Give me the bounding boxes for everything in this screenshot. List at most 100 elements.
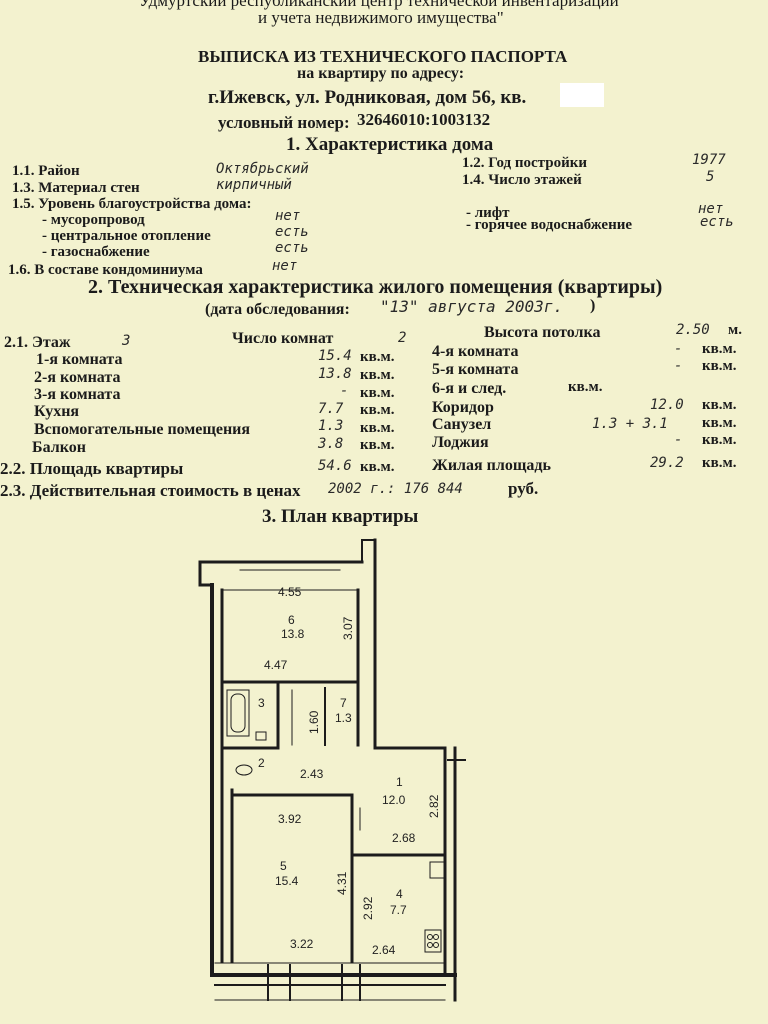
k4-unit: кв.м. — [702, 341, 737, 357]
k4-label: 4-я комната — [432, 343, 519, 360]
section-2-title: 2. Техническая характеристика жилого пом… — [88, 276, 663, 298]
k4-value: - — [674, 341, 683, 357]
zhilaya-label: Жилая площадь — [432, 457, 551, 474]
lift-label: - лифт — [466, 205, 510, 221]
komnat-label: Число комнат — [232, 330, 334, 347]
zhilaya-unit: кв.м. — [702, 455, 737, 471]
plan-r7-num: 7 — [340, 696, 347, 710]
cond-number-label: условный номер: — [218, 113, 350, 132]
rayon-label: 1.1. Район — [12, 163, 80, 179]
org-line-2: и учета недвижимого имущества" — [258, 8, 504, 27]
material-label: 1.3. Материал стен — [12, 180, 140, 196]
rayon-value: Октябрьский — [216, 161, 309, 177]
vysota-label: Высота потолка — [484, 324, 601, 341]
plan-r1-num: 1 — [396, 775, 403, 789]
material-value: кирпичный — [216, 177, 292, 193]
k2-unit: кв.м. — [360, 367, 395, 383]
plan-r431: 4.31 — [335, 871, 349, 895]
kondo-value: нет — [272, 258, 298, 274]
lift-value: нет — [698, 201, 724, 217]
balkon-value: 3.8 — [318, 436, 344, 452]
section-3-title: 3. План квартиры — [262, 506, 419, 527]
plan-r4-area: 7.7 — [390, 903, 407, 917]
vysota-unit: м. — [728, 322, 742, 338]
plan-r160: 1.60 — [307, 710, 321, 734]
kuhnya-value: 7.7 — [318, 401, 344, 417]
plan-r268: 2.68 — [392, 831, 416, 845]
k2-label: 2-я комната — [34, 369, 121, 386]
musor-value: нет — [275, 208, 301, 224]
koridor-value: 12.0 — [650, 397, 684, 413]
kondo-label: 1.6. В составе кондоминиума — [8, 262, 203, 278]
document-title: ВЫПИСКА ИЗ ТЕХНИЧЕСКОГО ПАСПОРТА — [198, 47, 568, 66]
section-1-title: 1. Характеристика дома — [286, 134, 494, 155]
plan-r4-num: 4 — [396, 887, 403, 901]
cond-number-value: 32646010:1003132 — [357, 110, 491, 129]
koridor-label: Коридор — [432, 399, 494, 416]
gaz-value: есть — [275, 240, 309, 256]
vysota-value: 2.50 — [676, 322, 710, 338]
plan-r3-num: 3 — [258, 696, 265, 710]
plan-r292: 2.92 — [361, 896, 375, 920]
ploshad-value: 54.6 — [318, 458, 352, 474]
plan-r1-area: 12.0 — [382, 793, 406, 807]
k1-unit: кв.м. — [360, 349, 395, 365]
balkon-label: Балкон — [32, 439, 86, 456]
plan-r322: 3.22 — [290, 937, 314, 951]
plan-r6-bottom: 4.47 — [264, 658, 288, 672]
plan-r6-top: 4.55 — [278, 585, 302, 599]
plan-r6-num: 6 — [288, 613, 295, 627]
plan-r264: 2.64 — [372, 943, 396, 957]
k2-value: 13.8 — [318, 366, 352, 382]
plan-r6-area: 13.8 — [281, 627, 305, 641]
balkon-unit: кв.м. — [360, 437, 395, 453]
k6-unit: кв.м. — [568, 379, 603, 395]
otopl-value: есть — [275, 224, 309, 240]
survey-date-value: "13" августа 2003г. — [380, 297, 564, 316]
plan-r5-num: 5 — [280, 859, 287, 873]
stoim-value: 2002 г.: 176 844 — [328, 481, 463, 497]
etazh-label: 2.1. Этаж — [4, 334, 71, 351]
etazhey-value: 5 — [706, 169, 715, 185]
k3-unit: кв.м. — [360, 385, 395, 401]
plan-r6-side: 3.07 — [341, 616, 355, 640]
vspom-unit: кв.м. — [360, 420, 395, 436]
survey-date-label: (дата обследования: — [205, 301, 350, 318]
plan-r2-num: 2 — [258, 756, 265, 770]
lodzhiya-label: Лоджия — [432, 434, 489, 451]
stoim-label: 2.3. Действительная стоимость в ценах — [0, 481, 301, 500]
gaz-label: - газоснабжение — [42, 244, 150, 260]
vspom-value: 1.3 — [318, 418, 344, 434]
zhilaya-value: 29.2 — [650, 455, 684, 471]
document-subtitle: на квартиру по адресу: — [297, 65, 465, 82]
k1-value: 15.4 — [318, 348, 352, 364]
plan-r243: 2.43 — [300, 767, 324, 781]
lodzhiya-value: - — [674, 432, 683, 448]
komnat-value: 2 — [398, 330, 407, 346]
otopl-label: - центральное отопление — [42, 228, 211, 244]
kuhnya-label: Кухня — [34, 403, 80, 420]
k3-label: 3-я комната — [34, 386, 121, 403]
god-value: 1977 — [692, 152, 726, 168]
redaction-box — [560, 83, 604, 107]
k5-label: 5-я комната — [432, 361, 519, 378]
lodzhiya-unit: кв.м. — [702, 432, 737, 448]
org-line-1: "Удмуртский республиканский центр технич… — [132, 0, 619, 10]
ploshad-unit: кв.м. — [360, 459, 395, 475]
stoim-unit: руб. — [508, 479, 539, 498]
survey-date-close: ) — [590, 297, 596, 314]
plan-r5-top: 3.92 — [278, 812, 302, 826]
k6-label: 6-я и след. — [432, 380, 507, 397]
k1-label: 1-я комната — [36, 351, 123, 368]
ploshad-label: 2.2. Площадь квартиры — [0, 459, 184, 478]
gvs-value: есть — [700, 214, 734, 230]
k3-value: - — [340, 383, 349, 399]
sanuzel-unit: кв.м. — [702, 415, 737, 431]
vspom-label: Вспомогательные помещения — [34, 421, 251, 438]
etazh-value: 3 — [122, 333, 131, 349]
k5-unit: кв.м. — [702, 358, 737, 374]
kuhnya-unit: кв.м. — [360, 402, 395, 418]
musor-label: - мусоропровод — [42, 212, 145, 228]
gvs-label: - горячее водоснабжение — [466, 217, 633, 233]
